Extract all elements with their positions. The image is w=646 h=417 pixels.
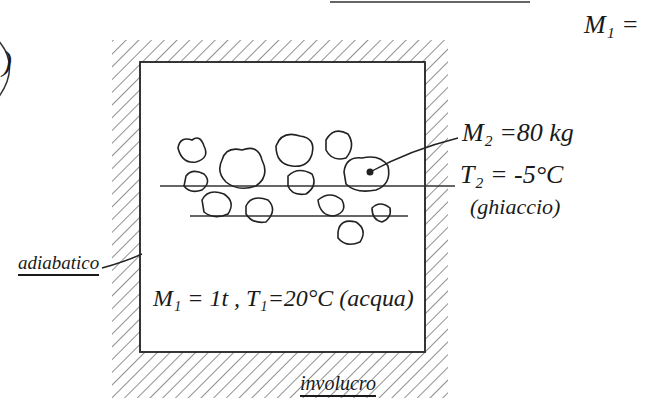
wall-note: involucro xyxy=(300,372,376,397)
wall-hatching xyxy=(112,40,448,398)
edge-line xyxy=(330,1,530,3)
leader-line xyxy=(102,254,142,268)
container-box: M₁ = 1t , T₁=20°C (acqua) xyxy=(140,62,425,352)
water-surface xyxy=(160,185,455,186)
material-note: (ghiaccio) xyxy=(470,194,560,220)
ice-chunks xyxy=(178,131,390,244)
leader-line xyxy=(370,138,458,172)
mass-label: M₂ =80 kg xyxy=(462,118,574,148)
container-wall xyxy=(140,62,425,352)
paren-fragment: ) xyxy=(2,44,12,78)
wall-note: adiabatico xyxy=(18,252,99,276)
temperature-label: T₂ = -5°C xyxy=(460,160,563,190)
mass-label: M₁ = xyxy=(584,10,639,40)
container-label: M₁ = 1t , T₁=20°C (acqua) xyxy=(153,285,414,312)
